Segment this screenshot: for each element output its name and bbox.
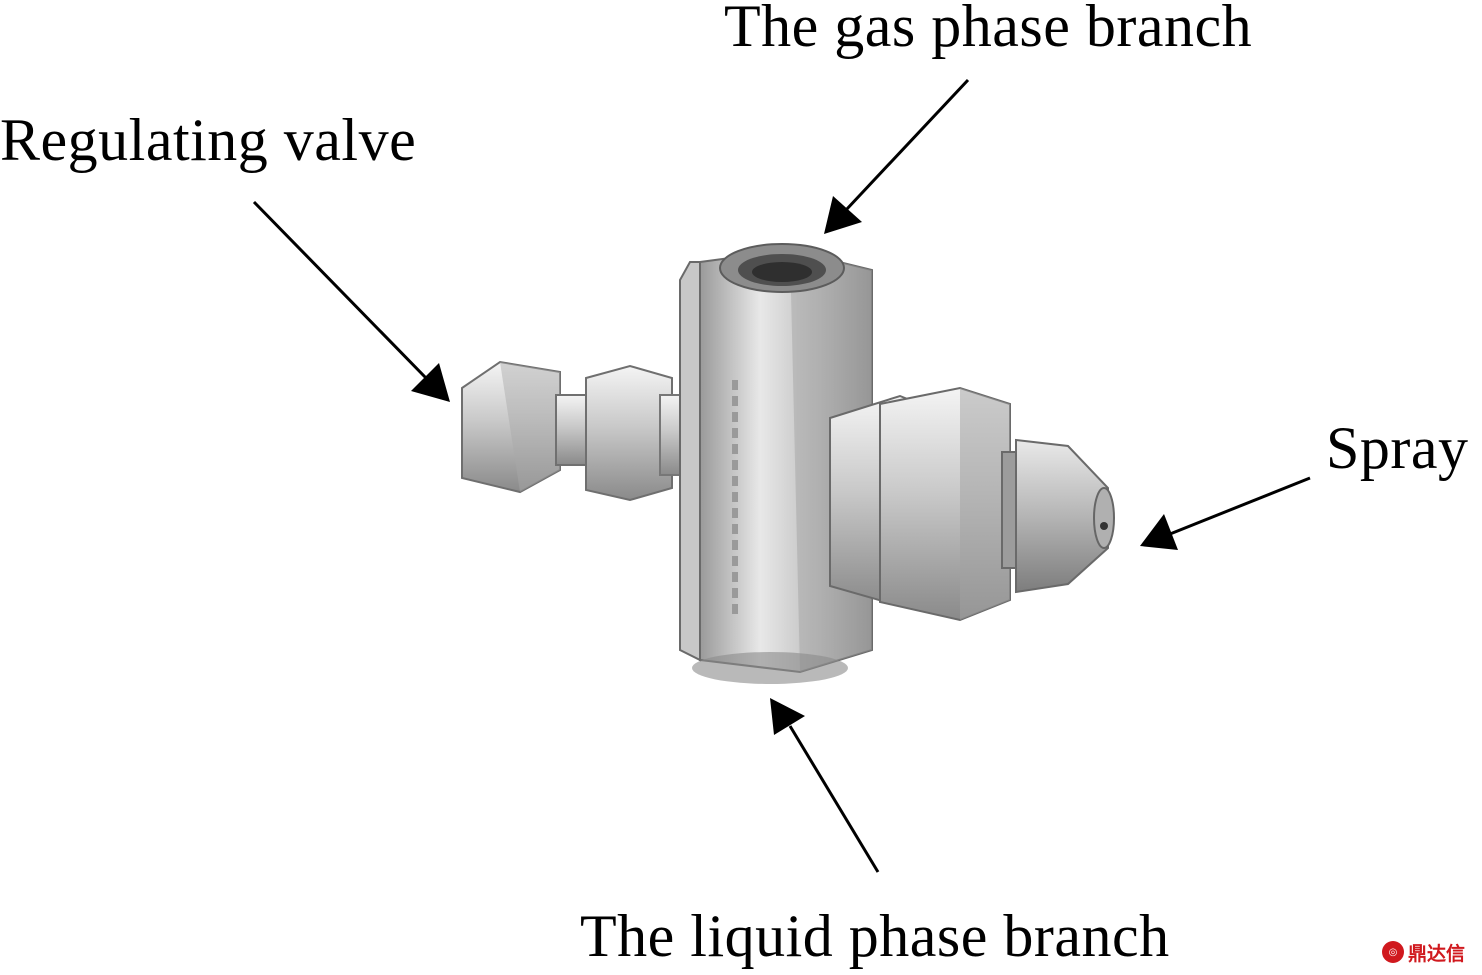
- arrow-gas-phase: [824, 78, 970, 234]
- label-spray: Spray: [1326, 415, 1469, 481]
- watermark: ◎ 鼎达信: [1382, 940, 1466, 965]
- arrow-regulating-valve: [252, 200, 450, 402]
- watermark-text: 鼎达信: [1408, 942, 1466, 965]
- label-gas-phase-branch: The gas phase branch: [724, 0, 1253, 59]
- spray-cap-assembly: [829, 386, 1115, 622]
- watermark-logo-icon: ◎: [1382, 941, 1404, 963]
- arrow-spray: [1140, 476, 1311, 550]
- regulating-valve-part: [461, 360, 701, 502]
- arrow-liquid-phase: [770, 698, 880, 873]
- label-liquid-phase-branch: The liquid phase branch: [580, 903, 1170, 969]
- nozzle-body: [679, 243, 873, 684]
- label-regulating-valve: Regulating valve: [0, 107, 417, 173]
